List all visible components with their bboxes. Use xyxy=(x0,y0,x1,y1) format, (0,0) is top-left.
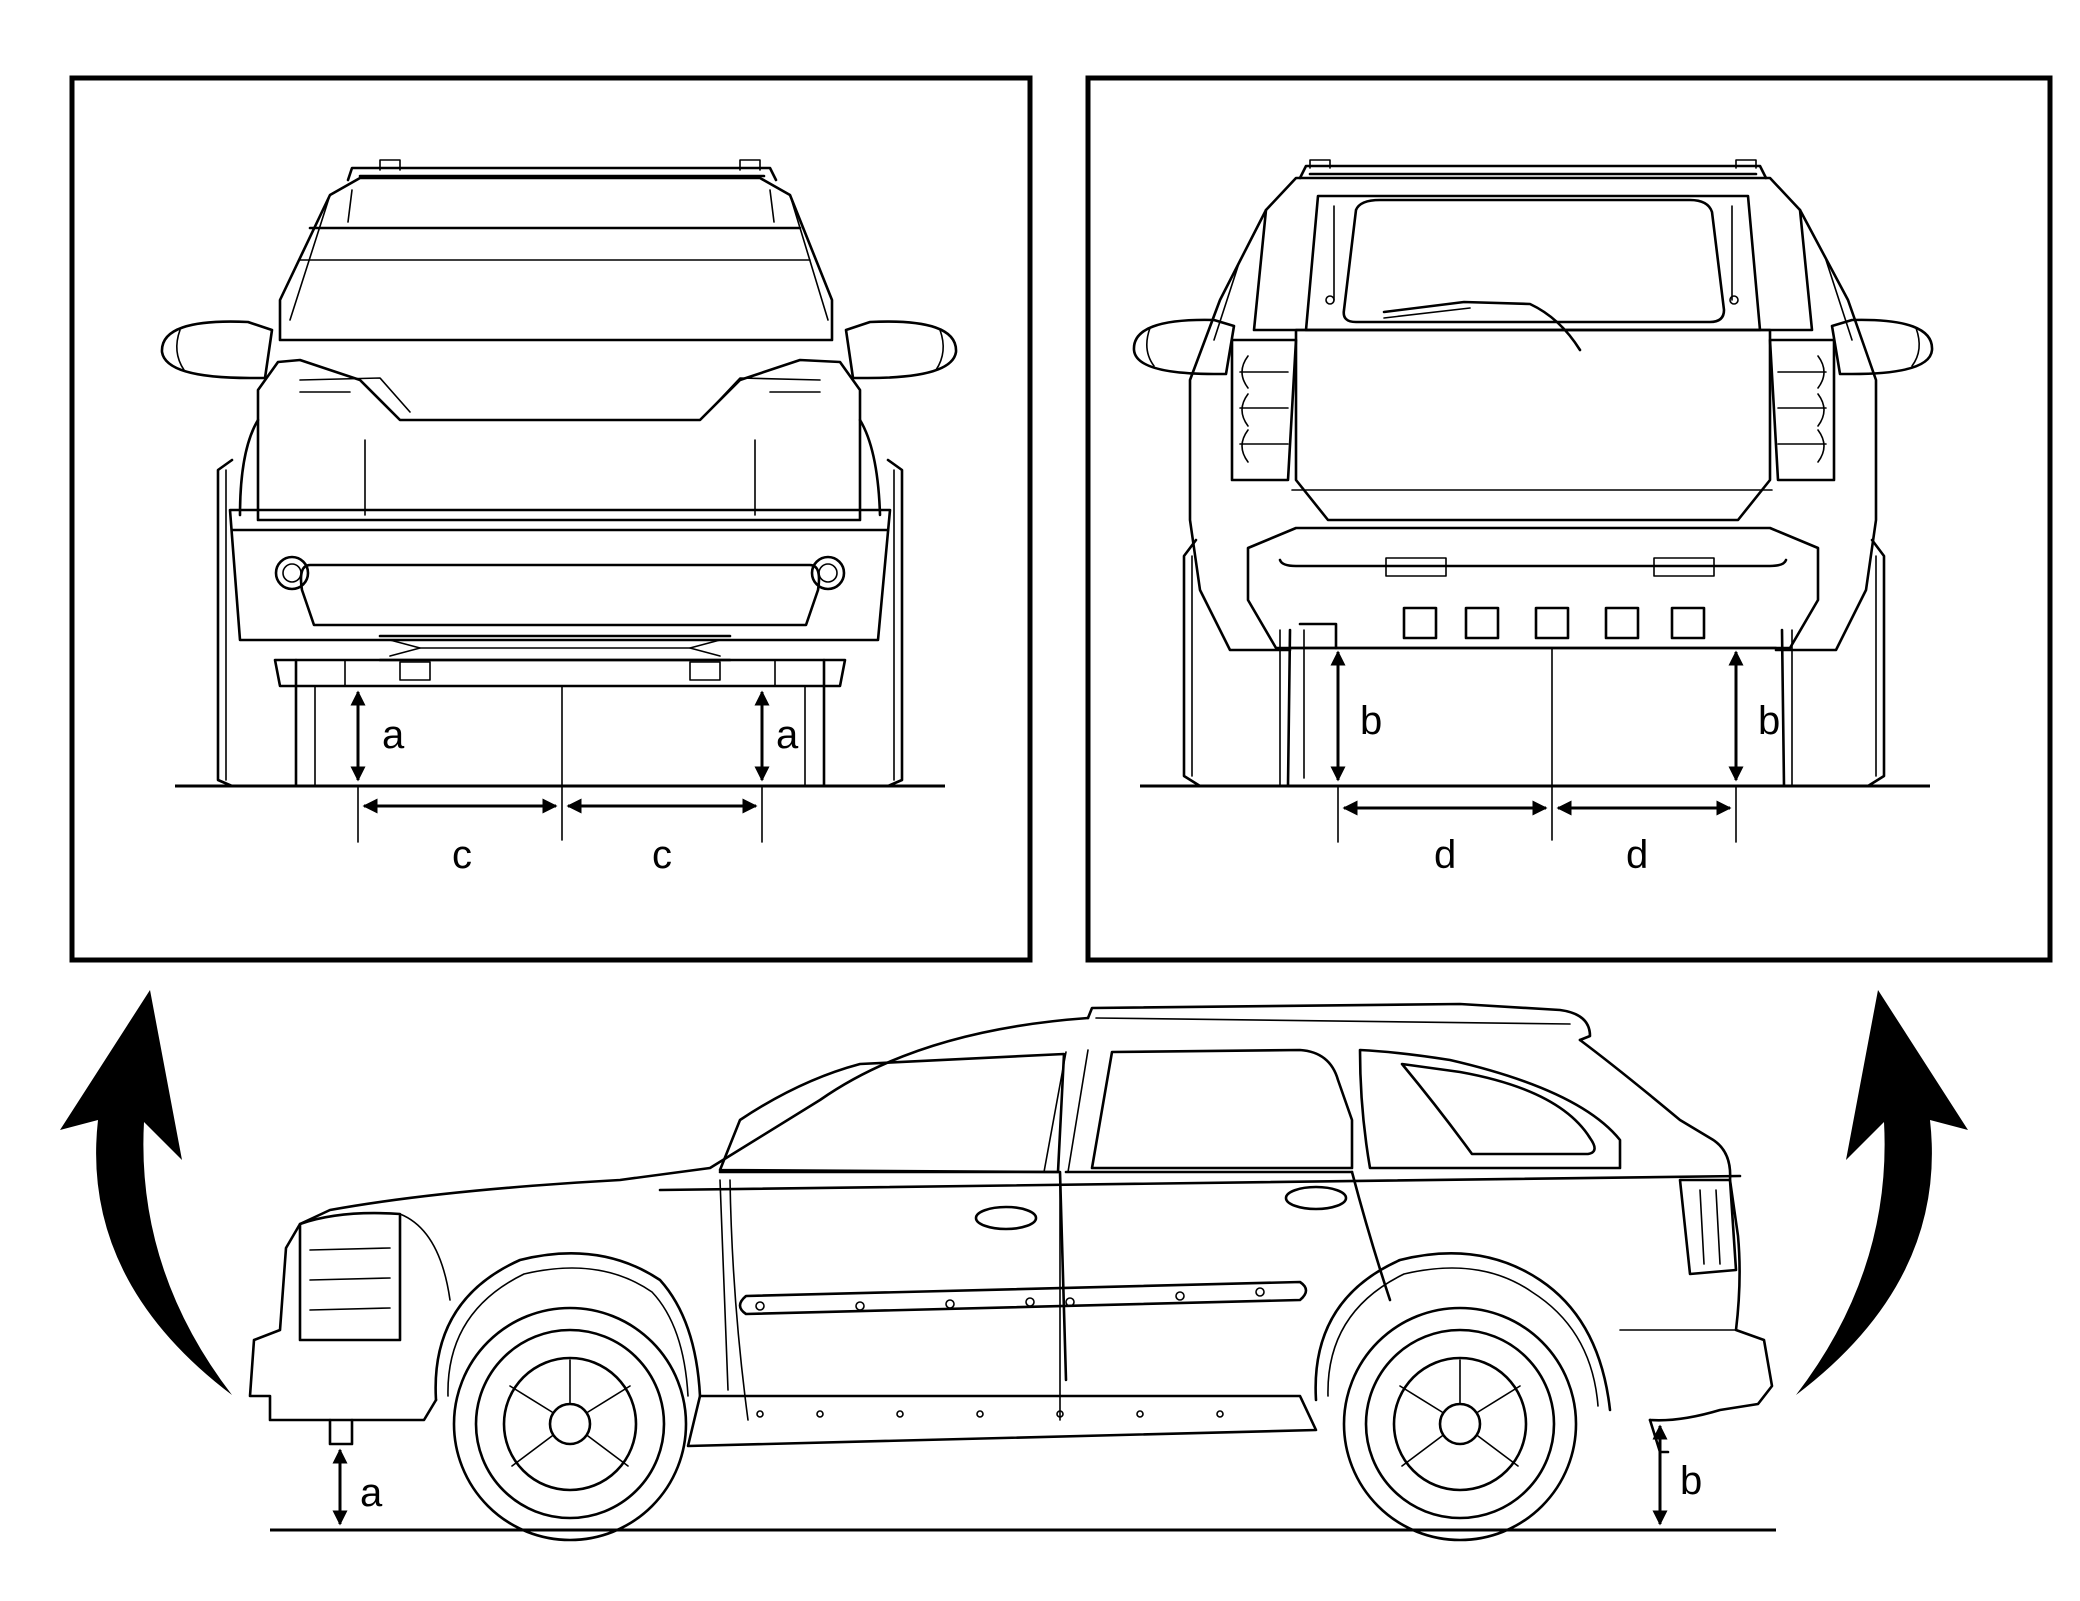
front-view-panel: a a c c xyxy=(69,75,1033,963)
side-rear-height-label: b xyxy=(1680,1459,1702,1503)
rear-height-right-label: b xyxy=(1758,699,1780,743)
rear-vehicle-drawing xyxy=(1132,159,1934,788)
front-height-right-label: a xyxy=(776,713,799,757)
rear-view-panel: b b d d xyxy=(1085,75,2053,963)
side-vehicle-drawing xyxy=(248,1002,1774,1542)
front-height-left-label: a xyxy=(382,713,405,757)
curved-arrow-right xyxy=(1796,990,1968,1395)
rear-width-dimension: d d xyxy=(1342,800,1732,877)
side-front-height-label: a xyxy=(360,1471,383,1515)
curved-arrow-up-icon xyxy=(60,990,232,1395)
front-half-width-left-label: c xyxy=(452,833,472,877)
rear-height-left-label: b xyxy=(1360,699,1382,743)
front-height-right-dimension: a xyxy=(754,690,799,843)
curved-arrow-up-icon xyxy=(1796,990,1968,1395)
front-vehicle-drawing xyxy=(160,159,958,788)
rear-half-width-left-label: d xyxy=(1434,833,1456,877)
front-width-dimension: c c xyxy=(362,798,758,877)
rear-height-left-dimension: b xyxy=(1330,650,1382,843)
curved-arrow-left xyxy=(60,990,232,1395)
rear-half-width-right-label: d xyxy=(1626,833,1648,877)
front-height-left-dimension: a xyxy=(350,690,405,843)
side-rear-height-dimension: b xyxy=(1652,1424,1702,1526)
side-view: a b xyxy=(248,1002,1776,1542)
rear-height-right-dimension: b xyxy=(1728,650,1780,843)
front-half-width-right-label: c xyxy=(652,833,672,877)
side-front-height-dimension: a xyxy=(332,1448,383,1526)
